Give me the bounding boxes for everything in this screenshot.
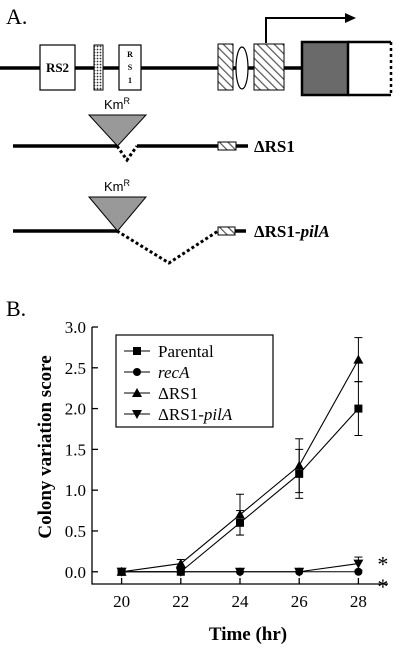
axes-frame bbox=[91, 327, 388, 585]
y-tick-label: 3.0 bbox=[65, 318, 86, 337]
x-tick-label: 24 bbox=[232, 592, 250, 611]
deletion-2-hatched bbox=[217, 226, 236, 236]
deletion-1-gap bbox=[115, 145, 139, 163]
rs2-label: RS2 bbox=[46, 60, 69, 75]
data-point bbox=[353, 354, 364, 364]
km-label-1: KmR bbox=[104, 96, 131, 112]
legend-marker bbox=[133, 347, 141, 355]
rs2-box bbox=[39, 44, 76, 91]
x-tick-label: 20 bbox=[113, 592, 130, 611]
oval-element bbox=[235, 46, 249, 90]
promoter-arrow bbox=[265, 17, 345, 43]
data-point bbox=[116, 567, 127, 577]
legend-marker bbox=[132, 410, 142, 419]
series-line bbox=[121, 408, 359, 573]
data-point bbox=[354, 404, 363, 413]
deletion-2-label: ΔRS1-pilA bbox=[254, 222, 330, 241]
significance-asterisk: * bbox=[377, 574, 388, 599]
data-point bbox=[294, 567, 305, 577]
data-point bbox=[353, 559, 364, 569]
significance-asterisk: * bbox=[377, 552, 388, 577]
deletion-2-gap bbox=[116, 229, 219, 265]
data-point bbox=[294, 460, 305, 470]
rs1-label-1: 1 bbox=[128, 76, 132, 85]
x-tick-label: 28 bbox=[350, 592, 367, 611]
y-tick-label: 2.5 bbox=[65, 359, 86, 378]
series-4 bbox=[116, 556, 364, 577]
legend-label: ΔRS1 bbox=[158, 384, 198, 403]
data-point bbox=[235, 509, 245, 519]
y-tick-label: 0.5 bbox=[65, 522, 86, 541]
plot-area: 0.0 0.5 1.0 1.5 2.0 2.5 3.0 20 22 24 26 28 ** Parenta… bbox=[65, 318, 389, 611]
dotted-element bbox=[93, 44, 104, 91]
hatched-element-1 bbox=[217, 43, 234, 91]
rs1-label-r: R bbox=[127, 50, 133, 59]
legend-label: recA bbox=[158, 363, 190, 382]
panel-a: A. RS2 R S 1 bbox=[0, 4, 393, 265]
data-point bbox=[175, 558, 186, 568]
hatched-element-2 bbox=[253, 43, 285, 91]
deletion-1-label: ΔRS1 bbox=[254, 137, 295, 156]
legend-marker bbox=[133, 368, 141, 376]
data-point bbox=[175, 567, 186, 577]
panel-a-label: A. bbox=[6, 4, 27, 29]
y-tick-label: 1.5 bbox=[65, 440, 86, 459]
panel-b-label: B. bbox=[6, 296, 26, 321]
y-tick-label: 2.0 bbox=[65, 400, 86, 419]
km-triangle-1 bbox=[87, 114, 148, 147]
legend-frame bbox=[115, 334, 274, 428]
y-axis-title: Colony variation score bbox=[35, 355, 56, 538]
data-point bbox=[235, 567, 245, 577]
rs1-box bbox=[118, 44, 142, 91]
km-triangle-2 bbox=[87, 196, 148, 232]
x-tick-label: 22 bbox=[172, 592, 189, 611]
y-tick-label: 0.0 bbox=[65, 563, 86, 582]
km-label-2: KmR bbox=[104, 178, 131, 194]
legend-marker bbox=[132, 388, 142, 397]
pilA-gene-box bbox=[300, 40, 350, 97]
legend-label: ΔRS1-pilA bbox=[158, 405, 233, 424]
x-axis-title: Time (hr) bbox=[209, 624, 287, 645]
gene-extension bbox=[348, 40, 391, 97]
legend-label: Parental bbox=[158, 342, 214, 361]
rs1-label-s: S bbox=[128, 63, 133, 72]
deletion-1-hatched bbox=[217, 141, 237, 151]
x-tick-label: 26 bbox=[291, 592, 308, 611]
panel-b: B. Colony variation score Time (hr) 0.00… bbox=[6, 296, 388, 645]
y-tick-label: 1.0 bbox=[65, 481, 86, 500]
promoter-arrowhead bbox=[345, 13, 356, 23]
